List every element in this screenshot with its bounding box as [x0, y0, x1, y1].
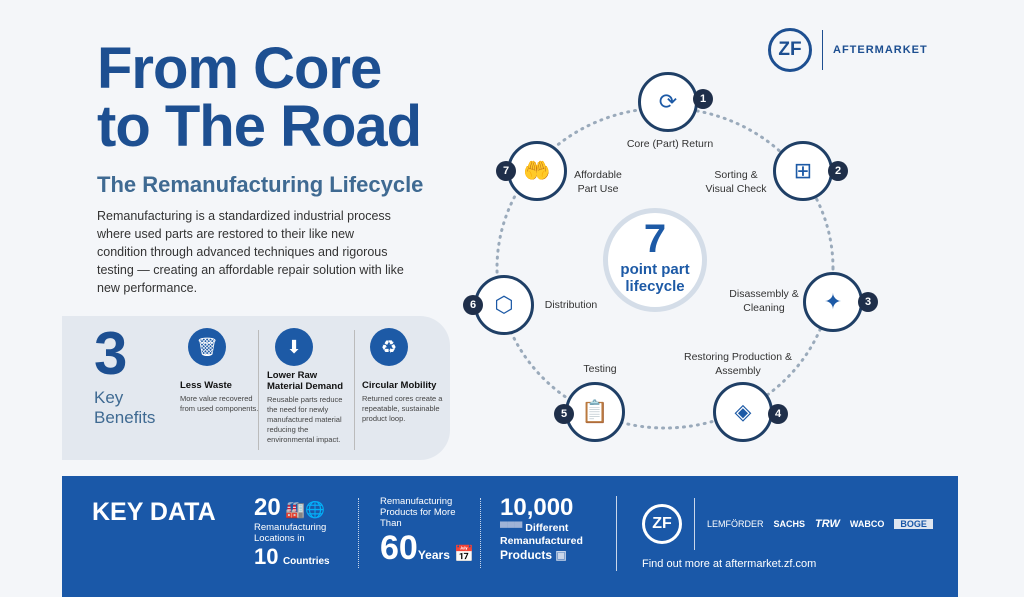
clipboard-icon: 📋 [581, 399, 609, 424]
step-3-node: ✦3 [803, 272, 878, 332]
countries-count: 10 [254, 544, 279, 569]
title-line-2: to The Road [97, 94, 422, 159]
zf-logo-icon: ZF [768, 28, 812, 72]
step-badge: 7 [496, 161, 516, 181]
step-6-node: ⬡6 [463, 275, 534, 335]
assembly-icon: ◈ [734, 399, 752, 424]
years-row: 60Years 📅 [380, 529, 474, 568]
step-badge: 4 [768, 404, 788, 424]
step-4-node: ◈4 [713, 382, 788, 442]
factory-globe-icon: 🏭🌐 [285, 502, 325, 519]
divider [480, 498, 481, 568]
benefits-label-line-2: Benefits [94, 408, 156, 427]
step-5-label: Testing [583, 363, 617, 375]
step-1-node: ⟳1 [638, 72, 713, 132]
step-6-label: Distribution [544, 299, 598, 311]
step-badge: 1 [693, 89, 713, 109]
step-5-node: 📋5 [554, 382, 625, 442]
sachs-logo: SACHS [773, 519, 806, 529]
wabco-logo: WABCO [849, 519, 885, 529]
products-text-1: Different [525, 522, 569, 534]
boxes-icon: ▀▀▀ [500, 522, 523, 534]
intro-text: Remanufacturing is a standardized indust… [97, 209, 404, 295]
step-2-label: Sorting & Visual Check [705, 169, 767, 195]
divider [358, 498, 359, 568]
step-7-label: Affordable Part Use [574, 169, 622, 195]
products-row-1: ▀▀▀ Different [500, 522, 583, 535]
step-badge: 2 [828, 161, 848, 181]
step-badge: 5 [554, 404, 574, 424]
countries-text: Countries [282, 556, 330, 567]
divider [694, 498, 695, 550]
step-3-label: Disassembly & Cleaning [729, 288, 799, 314]
step-4-label: Restoring Production & Assembly [684, 351, 792, 377]
website-link[interactable]: Find out more at aftermarket.zf.com [642, 558, 817, 570]
products-row-3: Products ▣ [500, 548, 583, 562]
center-line-2: lifecycle [625, 278, 685, 295]
lemforder-logo: LEMFÖRDER [707, 519, 764, 529]
step-badge: 3 [858, 292, 878, 312]
divider [354, 330, 355, 450]
center-number: 7 [643, 217, 667, 261]
benefit-text: More value recovered from used component… [180, 394, 259, 413]
recycle-icon: ♻ [370, 328, 408, 366]
step-2-node: ⊞2 [773, 141, 848, 201]
trash-leaf-icon: 🗑 [188, 328, 226, 366]
calendar-icon: 📅 [454, 546, 475, 563]
box-icon: ▣ [555, 548, 567, 562]
network-icon: ⬡ [494, 292, 514, 317]
years-text: Remanufacturing Products for More Than [380, 496, 456, 529]
subtitle: The Remanufacturing Lifecycle [97, 172, 424, 197]
logo-suffix: AFTERMARKET [833, 44, 928, 56]
boxes-arrow-icon: ⬇ [275, 328, 313, 366]
benefits-count: 3 [94, 320, 128, 387]
locations-count: 20 [254, 494, 281, 521]
cleaning-icon: ✦ [823, 289, 843, 314]
countries-row: 10 Countries [254, 544, 339, 570]
hand-box-icon: 🤲 [523, 158, 551, 183]
locations-text: Remanufacturing Locations in [254, 522, 327, 544]
box-return-icon: ⟳ [658, 89, 678, 114]
logo-divider [822, 30, 823, 70]
zf-aftermarket-logo: ZF AFTERMARKET [768, 28, 928, 72]
lifecycle-center: 7 point part lifecycle [603, 208, 707, 312]
benefits-label-line-1: Key [94, 388, 124, 407]
brand-logos: LEMFÖRDER SACHS TRW WABCO BOGE [707, 518, 933, 530]
benefit-title: Circular Mobility [362, 380, 437, 391]
locations-row: 20 🏭🌐 [254, 494, 339, 522]
products-count: 10,000 [500, 494, 574, 521]
title-line-1: From Core [97, 36, 382, 101]
benefit-text: Reusable parts reduce the need for newly… [267, 395, 343, 444]
stat-locations: 20 🏭🌐 Remanufacturing Locations in 10 Co… [254, 494, 339, 570]
divider [616, 496, 617, 571]
years-count: 60 [380, 529, 418, 567]
years-unit: Years [417, 548, 450, 562]
products-text-3: Products [500, 548, 553, 562]
benefit-title: Less Waste [180, 380, 232, 391]
products-text-2: Remanufactured [500, 535, 583, 547]
step-7-node: 🤲7 [496, 141, 567, 201]
key-data-title: KEY DATA [92, 498, 216, 526]
boge-logo: BOGE [894, 519, 933, 529]
key-data-footer: KEY DATA 20 🏭🌐 Remanufacturing Locations… [62, 476, 958, 597]
benefit-text: Returned cores create a repeatable, sust… [362, 394, 443, 423]
zf-logo-white: ZF [642, 504, 682, 544]
stat-products: 10,000 ▀▀▀ Different Remanufactured Prod… [500, 494, 583, 562]
center-line-1: point part [620, 261, 690, 278]
divider [258, 330, 259, 450]
trw-logo: TRW [815, 518, 840, 530]
step-badge: 6 [463, 295, 483, 315]
step-1-label: Core (Part) Return [626, 138, 714, 150]
sorting-icon: ⊞ [793, 158, 813, 183]
stat-years: Remanufacturing Products for More Than 6… [380, 496, 474, 568]
benefit-title: Lower Raw Material Demand [267, 370, 344, 392]
